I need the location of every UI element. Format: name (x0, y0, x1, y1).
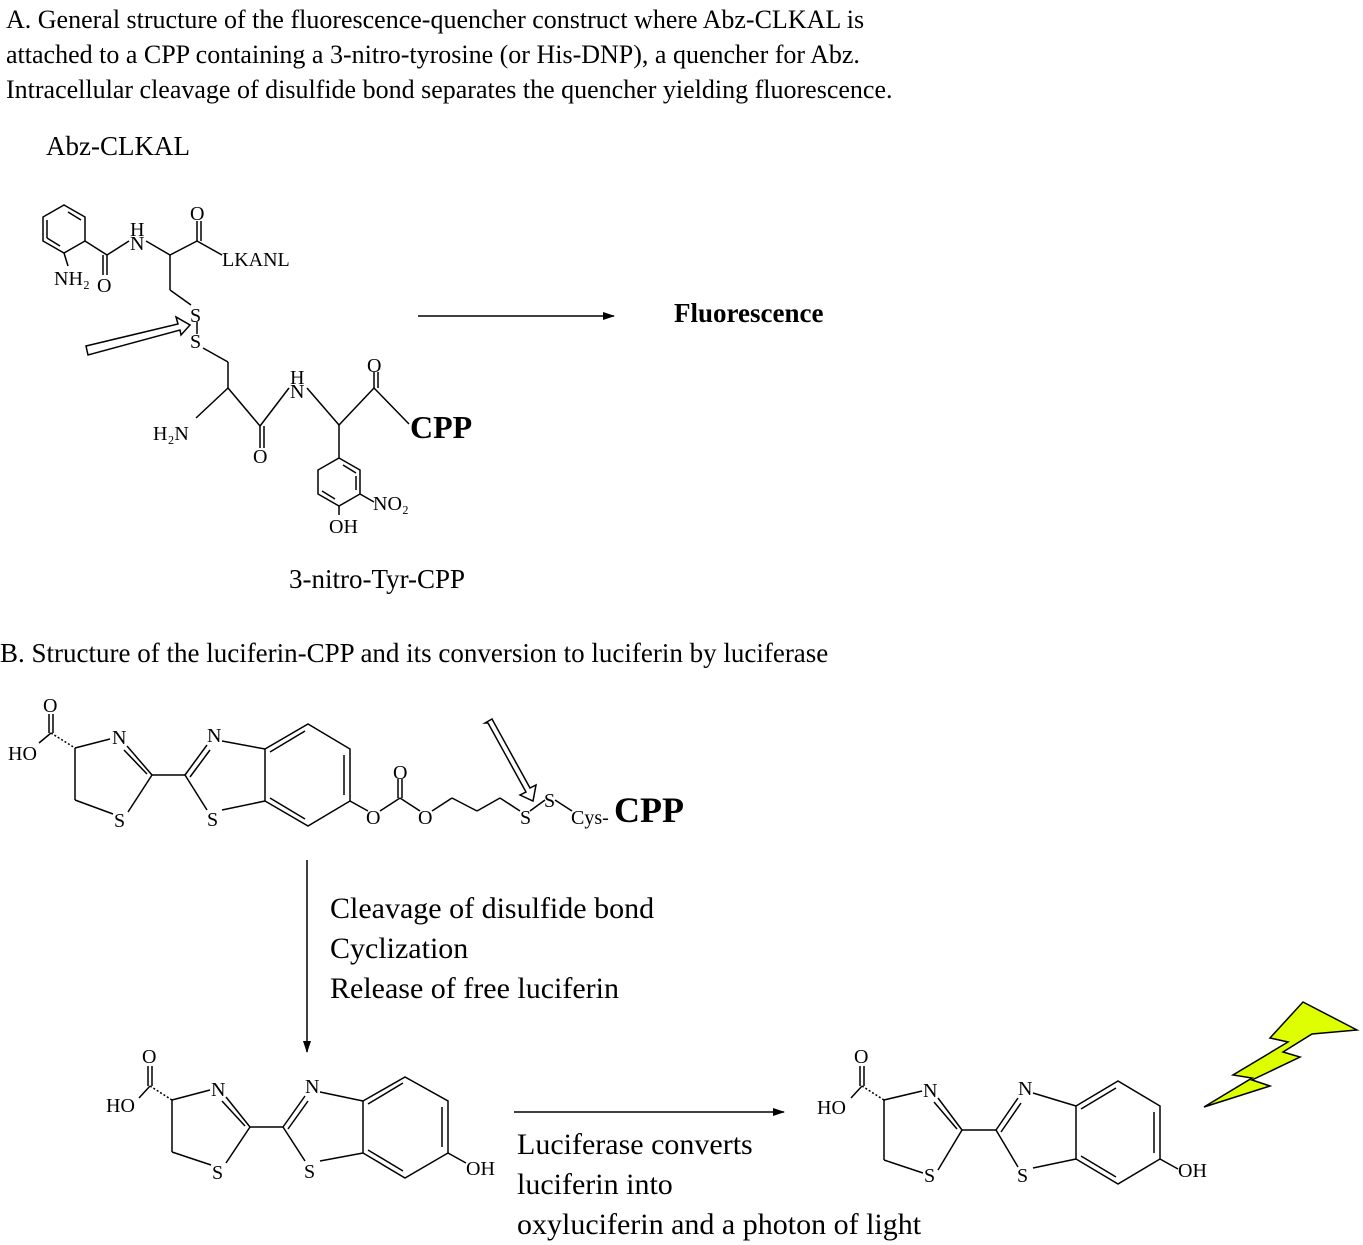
atom-h: H (130, 219, 144, 241)
atom-s: S (924, 1165, 935, 1187)
atom-oh: OH (329, 516, 358, 538)
luciferase-description: Luciferase converts luciferin into oxylu… (517, 1125, 921, 1245)
atom-o: O (393, 762, 407, 784)
atom-o: O (418, 807, 432, 829)
step-release: Release of free luciferin (330, 972, 619, 1005)
caption-line-3: Intracellular cleavage of disulfide bond… (6, 75, 893, 104)
luciferase-line-3: oxyluciferin and a photon of light (517, 1208, 922, 1241)
caption-line-2: attached to a CPP containing a 3-nitro-t… (6, 40, 860, 69)
atom-h2n: H₂N (153, 423, 189, 445)
luciferase-line-1: Luciferase converts (517, 1128, 753, 1161)
atom-s: S (520, 807, 531, 829)
oxyluciferin-structure (850, 1066, 1179, 1185)
atom-o: O (253, 446, 267, 468)
atom-ho: HO (8, 743, 37, 765)
atom-o: O (190, 203, 204, 225)
product-atoms: O HO N S N S OH (817, 1046, 1207, 1187)
cys-label: Cys- (571, 807, 609, 829)
atom-lkanl: LKANL (222, 249, 290, 271)
cpp-label: CPP (410, 409, 472, 445)
step-cyclization: Cyclization (330, 932, 469, 965)
atom-n: N (112, 727, 126, 749)
atom-o: O (142, 1046, 156, 1068)
hollow-arrow-icon (482, 717, 538, 803)
atom-s: S (190, 331, 201, 353)
luciferin-cpp-structure (38, 714, 573, 827)
luciferin-structure (138, 1066, 467, 1179)
atom-o: O (854, 1046, 868, 1068)
lightning-bolt-icon (1203, 1001, 1360, 1108)
atom-o: O (366, 807, 380, 829)
atom-o: O (97, 275, 111, 297)
atom-o: O (43, 695, 57, 717)
atom-ho: HO (817, 1097, 846, 1119)
atom-s: S (212, 1162, 223, 1184)
step-cleavage: Cleavage of disulfide bond (330, 892, 655, 925)
caption-line-1: A. General structure of the fluorescence… (6, 5, 865, 34)
atom-oh: OH (466, 1158, 495, 1180)
abz-clkal-structure (42, 204, 410, 515)
abz-atom-labels: H N O NH₂ O LKANL S S H₂N O H N O CPP NO… (54, 203, 472, 538)
atom-s: S (304, 1161, 315, 1183)
atom-h: H (290, 367, 304, 389)
section-b-title: B. Structure of the luciferin-CPP and it… (0, 638, 829, 668)
reaction-steps: Cleavage of disulfide bond Cyclization R… (330, 889, 654, 1009)
hollow-arrow-icon (85, 315, 192, 356)
atom-s: S (1017, 1165, 1028, 1187)
luciferin-cpp-atoms: O HO N S N S O O O S S Cys- CPP (8, 695, 684, 832)
figure-caption: A. General structure of the fluorescence… (6, 2, 893, 107)
atom-s: S (190, 305, 201, 327)
atom-oh: OH (1178, 1160, 1207, 1182)
fluorescence-label: Fluorescence (674, 298, 824, 328)
atom-n: N (130, 233, 144, 255)
atom-s: S (544, 790, 555, 812)
atom-n: N (211, 1079, 225, 1101)
atom-n: N (290, 381, 304, 403)
atom-nh2: NH₂ (54, 268, 90, 290)
atom-s: S (114, 810, 125, 832)
atom-n: N (305, 1076, 319, 1098)
atom-n: N (923, 1080, 937, 1102)
atom-n: N (1018, 1078, 1032, 1100)
atom-o: O (367, 355, 381, 377)
atom-s: S (207, 809, 218, 831)
luciferase-line-2: luciferin into (517, 1168, 673, 1201)
abz-clkal-title: Abz-CLKAL (46, 131, 190, 161)
atom-n: N (207, 725, 221, 747)
atom-no2: NO₂ (373, 493, 409, 515)
luciferin-atoms: O HO N S N S OH (106, 1046, 495, 1184)
nitro-tyr-cpp-title: 3-nitro-Tyr-CPP (289, 564, 466, 594)
atom-ho: HO (106, 1095, 135, 1117)
cpp-label: CPP (614, 790, 684, 830)
